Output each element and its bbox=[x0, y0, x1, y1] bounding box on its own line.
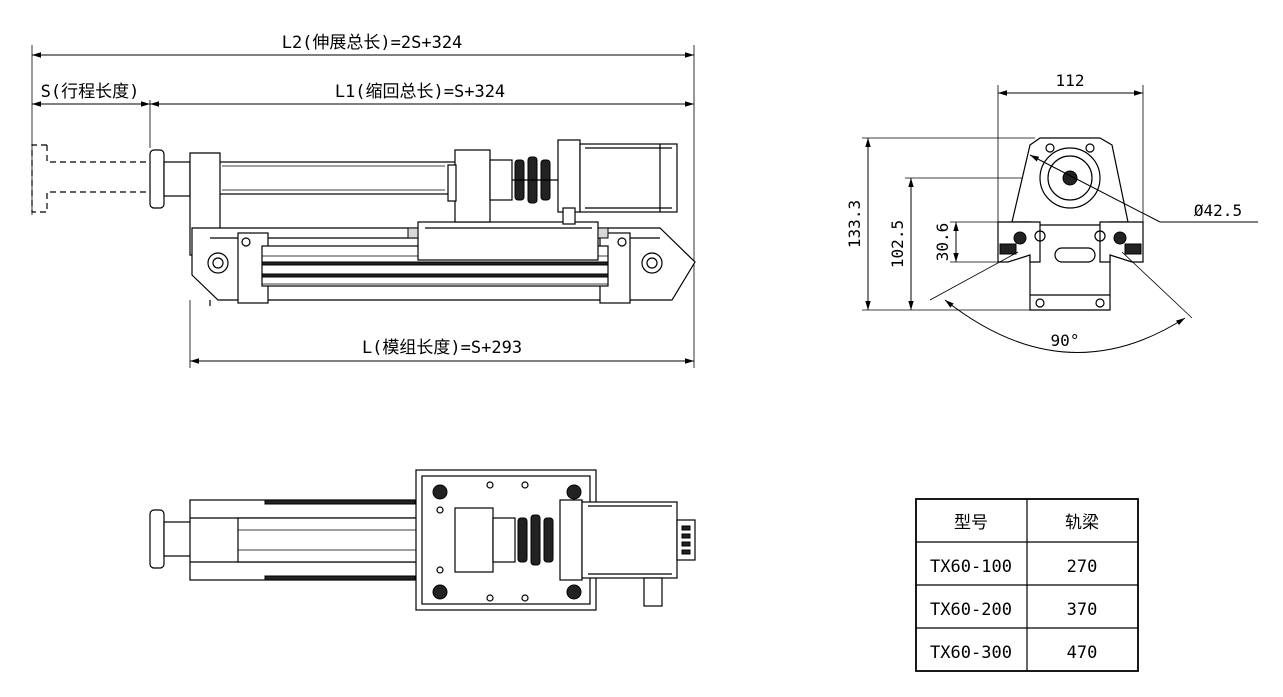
height-total-label: 133.3 bbox=[845, 200, 864, 248]
table-cell-rail: 370 bbox=[1067, 600, 1098, 620]
s-label: S(行程长度) bbox=[41, 82, 140, 102]
height-low-label: 30.6 bbox=[933, 223, 952, 262]
end-view: 112 133.3 102.5 30.6 bbox=[845, 71, 1258, 353]
rod-end-neck bbox=[163, 161, 193, 197]
top-motor-flange bbox=[559, 499, 583, 581]
l2-label: L2(伸展总长)=2S+324 bbox=[282, 33, 463, 53]
angle-arc bbox=[944, 299, 1186, 353]
angle-label: 90° bbox=[1051, 331, 1080, 350]
rail-groove-lower bbox=[261, 273, 609, 278]
top-servo-motor bbox=[581, 501, 678, 579]
width-label: 112 bbox=[1056, 71, 1085, 90]
spec-table: 型号 轨梁 TX60-100 270 TX60-200 370 TX60-300… bbox=[915, 498, 1139, 672]
table-cell-model: TX60-300 bbox=[930, 643, 1012, 663]
side-view: L2(伸展总长)=2S+324 S(行程长度) L1(缩回总长)=S+324 L… bbox=[31, 33, 696, 368]
l-label: L(模组长度)=S+293 bbox=[362, 338, 522, 358]
table-cell-rail: 270 bbox=[1067, 557, 1098, 577]
top-rod-block bbox=[454, 507, 494, 573]
diameter-label: Ø42.5 bbox=[1194, 201, 1242, 220]
motor-pilot-circle bbox=[1039, 147, 1101, 209]
top-view bbox=[149, 469, 696, 611]
motor-shaft bbox=[1062, 170, 1078, 186]
height-mid-label: 102.5 bbox=[888, 220, 907, 268]
table-header-rail: 轨梁 bbox=[1065, 513, 1099, 533]
motor-flange bbox=[557, 139, 581, 213]
extended-rod-phantom bbox=[31, 144, 150, 213]
rod-block bbox=[454, 149, 491, 223]
rail-groove-upper bbox=[261, 261, 609, 266]
l1-label: L1(缩回总长)=S+324 bbox=[335, 82, 505, 102]
table-cell-model: TX60-100 bbox=[930, 557, 1012, 577]
table-cell-rail: 470 bbox=[1067, 643, 1098, 663]
table-cell-model: TX60-200 bbox=[930, 600, 1012, 620]
servo-motor bbox=[579, 143, 678, 213]
table-header-model: 型号 bbox=[954, 513, 988, 533]
coupling-hub bbox=[489, 159, 513, 201]
actuator-rod bbox=[189, 161, 461, 195]
rod-end-flange bbox=[149, 149, 165, 209]
